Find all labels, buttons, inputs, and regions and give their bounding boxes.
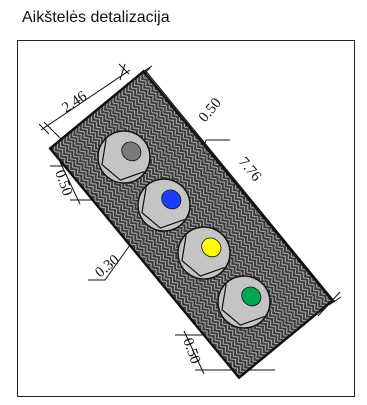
length-tick-bottom (328, 296, 342, 306)
margin-lower-label: 0.50 (179, 336, 203, 366)
margin-lower-dimension-line (183, 330, 205, 375)
bin-2-base (141, 187, 185, 229)
paved-pad (48, 69, 335, 380)
bin-1-lid (121, 141, 142, 162)
bin-2-lid (161, 189, 182, 210)
bin-4 (217, 275, 271, 329)
width-label: 2.46 (59, 88, 90, 116)
extension-line-left-top (43, 121, 63, 141)
bin-3-base (181, 235, 225, 277)
bin-spacing-label: 0.30 (92, 252, 122, 281)
pad-surface (48, 69, 335, 380)
bin-4-base (221, 284, 265, 326)
extension-line-top-left (119, 63, 126, 81)
margin-upper-dimension-line (59, 161, 81, 205)
gap-top-label: 0.50 (196, 95, 225, 125)
length-label: 7.76 (235, 154, 264, 185)
width-tick-left (38, 123, 50, 135)
bin-2 (137, 178, 191, 232)
width-tick-right (118, 63, 130, 75)
bin-3-lid (201, 237, 222, 258)
bin-1-base (101, 139, 145, 181)
bin-3 (177, 226, 231, 280)
diagram-title: Aikštelės detalizacija (22, 9, 170, 26)
width-dimension-line (40, 69, 131, 131)
bin-1 (97, 130, 151, 184)
bin-4-lid (241, 286, 262, 307)
